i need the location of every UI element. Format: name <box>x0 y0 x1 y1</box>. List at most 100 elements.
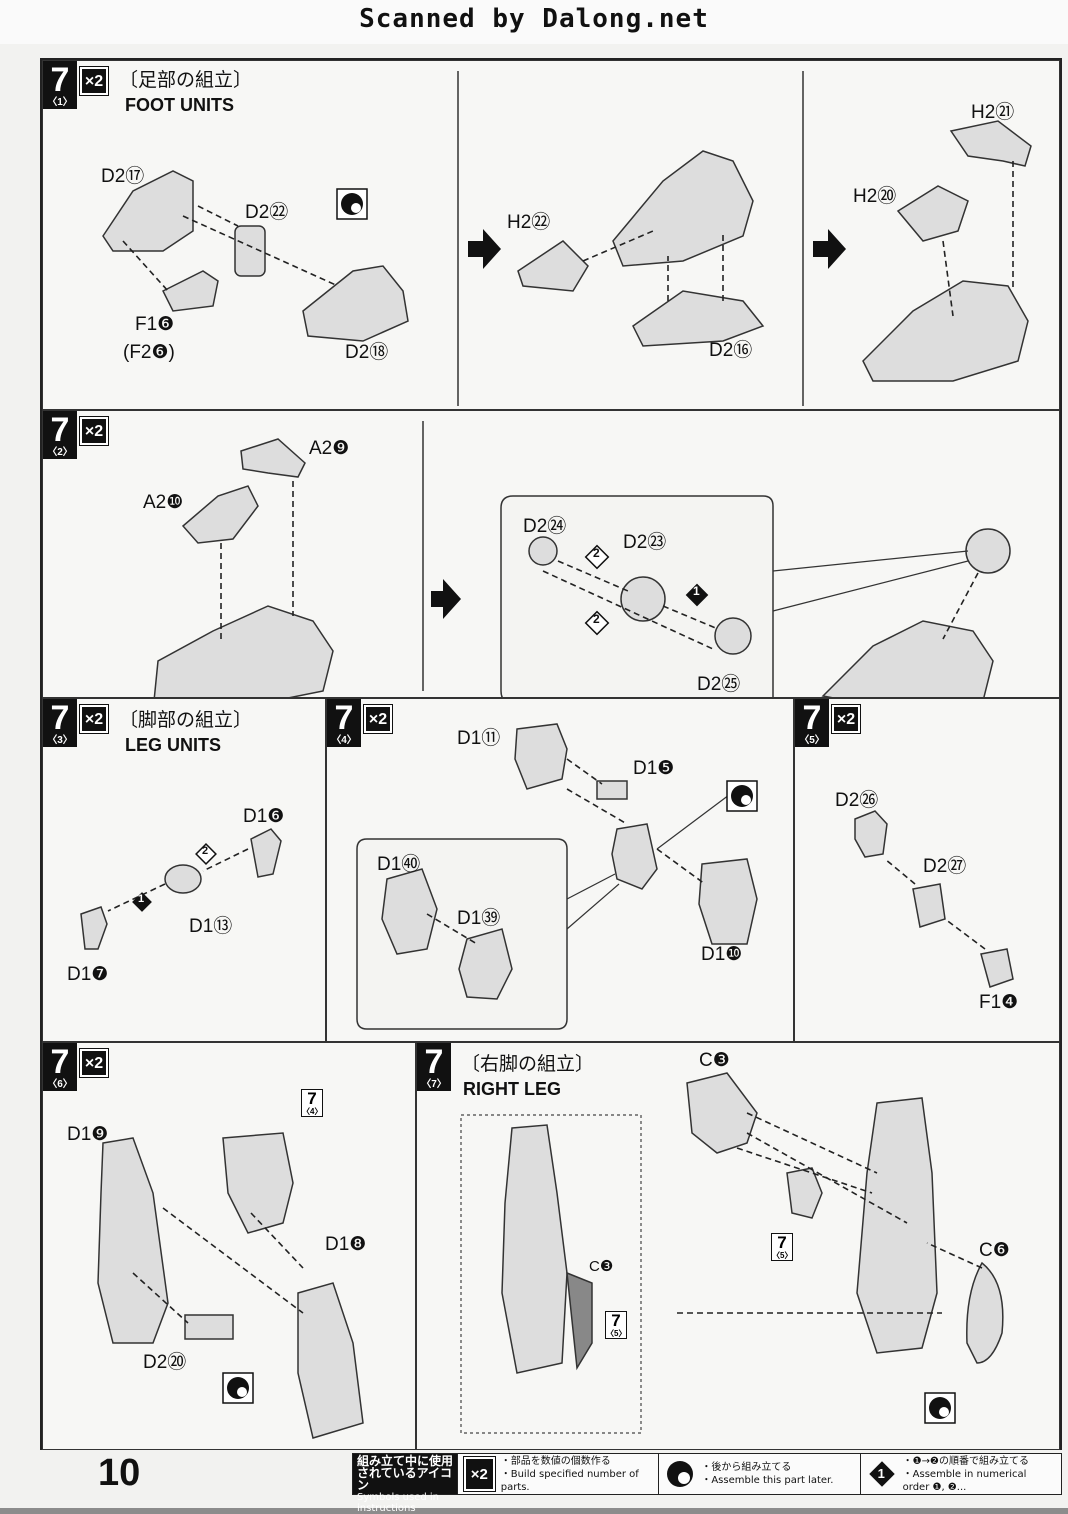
scan-header: Scanned by Dalong.net <box>0 0 1068 44</box>
label-d1-8: D1❽ <box>325 1234 367 1255</box>
step-title-jp: 〔足部の組立〕 <box>119 69 253 91</box>
label-d1-9: D1❾ <box>67 1124 109 1145</box>
part-upper-frame <box>222 1132 294 1234</box>
step-badge: 7〈2〉 ×2 <box>43 411 109 459</box>
step-number: 7 <box>424 1043 444 1081</box>
legend-heading: 組み立て中に使用されているアイコン Symbols used in instru… <box>353 1454 457 1514</box>
label-d1-40: D1㊵ <box>377 854 421 875</box>
part-c-6 <box>966 1261 1004 1364</box>
label-d1-11: D1⑪ <box>457 728 501 749</box>
part-h2-22 <box>517 240 589 292</box>
part-d1-7 <box>80 906 108 950</box>
step-7-2-panel: 7〈2〉 ×2 <box>42 410 1060 698</box>
label-d2-18: D2⑱ <box>345 342 389 363</box>
part-foot-shell-b <box>821 620 994 697</box>
part-d1-8 <box>297 1282 364 1439</box>
step-sub: 〈6〉 <box>47 1079 73 1090</box>
label-d1-13: D1⑬ <box>189 916 233 937</box>
legend-heading-jp: 組み立て中に使用されているアイコン <box>357 1454 454 1492</box>
step-sub: 〈3〉 <box>47 735 73 746</box>
label-c-3-inner: C❸ <box>589 1258 614 1275</box>
step-badge: 7〈5〉 ×2 <box>795 699 861 747</box>
part-d2-27 <box>912 883 946 928</box>
step-7-6-panel: 7〈6〉 ×2 7〈4〉 D1❾ D1❽ D2⑳ <box>42 1042 416 1450</box>
part-d2-24 <box>528 536 558 566</box>
step-number: 7 <box>50 1043 70 1081</box>
step-number: 7 <box>802 699 822 737</box>
label-d2-22: D2㉒ <box>245 202 289 223</box>
label-d2-16: D2⑯ <box>709 340 753 361</box>
label-d1-6: D1❻ <box>243 806 285 827</box>
step-badge: 7〈1〉 ×2 <box>43 61 109 109</box>
label-d1-7: D1❼ <box>67 964 109 985</box>
step-7-3-panel: 7〈3〉 ×2 〔脚部の組立〕 LEG UNITS D1❻ D1⑬ D1❼ <box>42 698 326 1042</box>
legend-heading-en: Symbols used in instructions <box>357 1492 439 1514</box>
part-d1-39 <box>458 928 513 1000</box>
part-ankle-piece <box>786 1167 823 1219</box>
part-assembly-mid <box>612 150 754 267</box>
part-f1-4 <box>980 948 1014 988</box>
part-d1-9 <box>97 1137 169 1344</box>
label-a2-10: A2❿ <box>143 492 184 513</box>
part-d2-23 <box>620 576 666 622</box>
part-final-foot <box>862 280 1029 382</box>
label-h2-21: H2㉑ <box>971 102 1015 123</box>
step-7-5-panel: 7〈5〉 ×2 D2㉖ D2㉗ F1❹ <box>794 698 1060 1042</box>
label-h2-20: H2⑳ <box>853 186 897 207</box>
step-badge: 7〈6〉 ×2 <box>43 1043 109 1091</box>
label-d1-39: D1㊴ <box>457 908 501 929</box>
part-d2-18 <box>302 265 409 342</box>
step-number: 7 <box>50 699 70 737</box>
label-d1-10: D1❿ <box>701 944 743 965</box>
part-d1-10 <box>698 858 758 945</box>
page-number: 10 <box>98 1452 141 1494</box>
step-title-en: RIGHT LEG <box>463 1079 561 1099</box>
part-c-3-inner <box>566 1271 593 1371</box>
numbered-order-icon: 1 <box>867 1459 897 1489</box>
label-d1-5: D1❺ <box>633 758 675 779</box>
part-c-3 <box>686 1072 758 1154</box>
step-7-7-panel: 7〈7〉 〔右脚の組立〕 RIGHT LEG 7〈5〉 <box>416 1042 1060 1450</box>
order-1: 1 <box>693 584 700 598</box>
x2-icon: ×2 <box>79 416 109 446</box>
order-2b: 2 <box>593 612 600 626</box>
x2-icon: ×2 <box>463 1456 496 1492</box>
part-leg-inner-frame <box>501 1124 568 1374</box>
step-7-4-panel: 7〈4〉 ×2 <box>326 698 794 1042</box>
label-f2-6: (F2❻) <box>123 342 175 363</box>
part-d1-11 <box>514 723 568 790</box>
order-2: 2 <box>202 845 209 857</box>
step-reference-inner: 7〈5〉 <box>605 1311 627 1339</box>
x2-icon: ×2 <box>79 66 109 96</box>
step-reference-outer: 7〈5〉 <box>771 1233 793 1261</box>
part-f1-6 <box>161 270 219 312</box>
order-1: 1 <box>138 893 145 905</box>
step-sub: 〈2〉 <box>47 447 73 458</box>
step-arrow-2 <box>813 229 846 269</box>
label-d2-26: D2㉖ <box>835 790 879 811</box>
step-title-en: FOOT UNITS <box>125 95 234 115</box>
step-sub: 〈7〉 <box>421 1079 447 1090</box>
page-frame: 7〈1〉 ×2 〔足部の組立〕 FOOT UNITS <box>40 58 1062 1450</box>
step-7-2-diagram <box>153 421 1011 697</box>
step-title-jp: 〔脚部の組立〕 <box>119 709 253 731</box>
step-badge: 7〈4〉 ×2 <box>327 699 393 747</box>
later-assembly-icon <box>665 1459 695 1489</box>
part-d2-26 <box>854 810 888 858</box>
label-f1-6: F1❻ <box>135 314 175 335</box>
step-reference: 7〈4〉 <box>301 1089 323 1117</box>
step-7-1-diagram <box>102 71 1032 406</box>
x2-icon: ×2 <box>79 704 109 734</box>
part-d2-17 <box>102 170 194 252</box>
part-d1-13 <box>164 864 202 894</box>
part-joint-assembled <box>965 528 1011 574</box>
x2-icon: ×2 <box>831 704 861 734</box>
step-7-5-diagram <box>854 810 1014 988</box>
step-arrow-1 <box>468 229 501 269</box>
part-h2-20 <box>896 185 969 242</box>
step-number: 7 <box>334 699 354 737</box>
step-badge: 7〈3〉 ×2 <box>43 699 109 747</box>
part-h2-21 <box>949 120 1032 167</box>
label-d2-27: D2㉗ <box>923 856 967 877</box>
step-arrow <box>431 579 461 619</box>
